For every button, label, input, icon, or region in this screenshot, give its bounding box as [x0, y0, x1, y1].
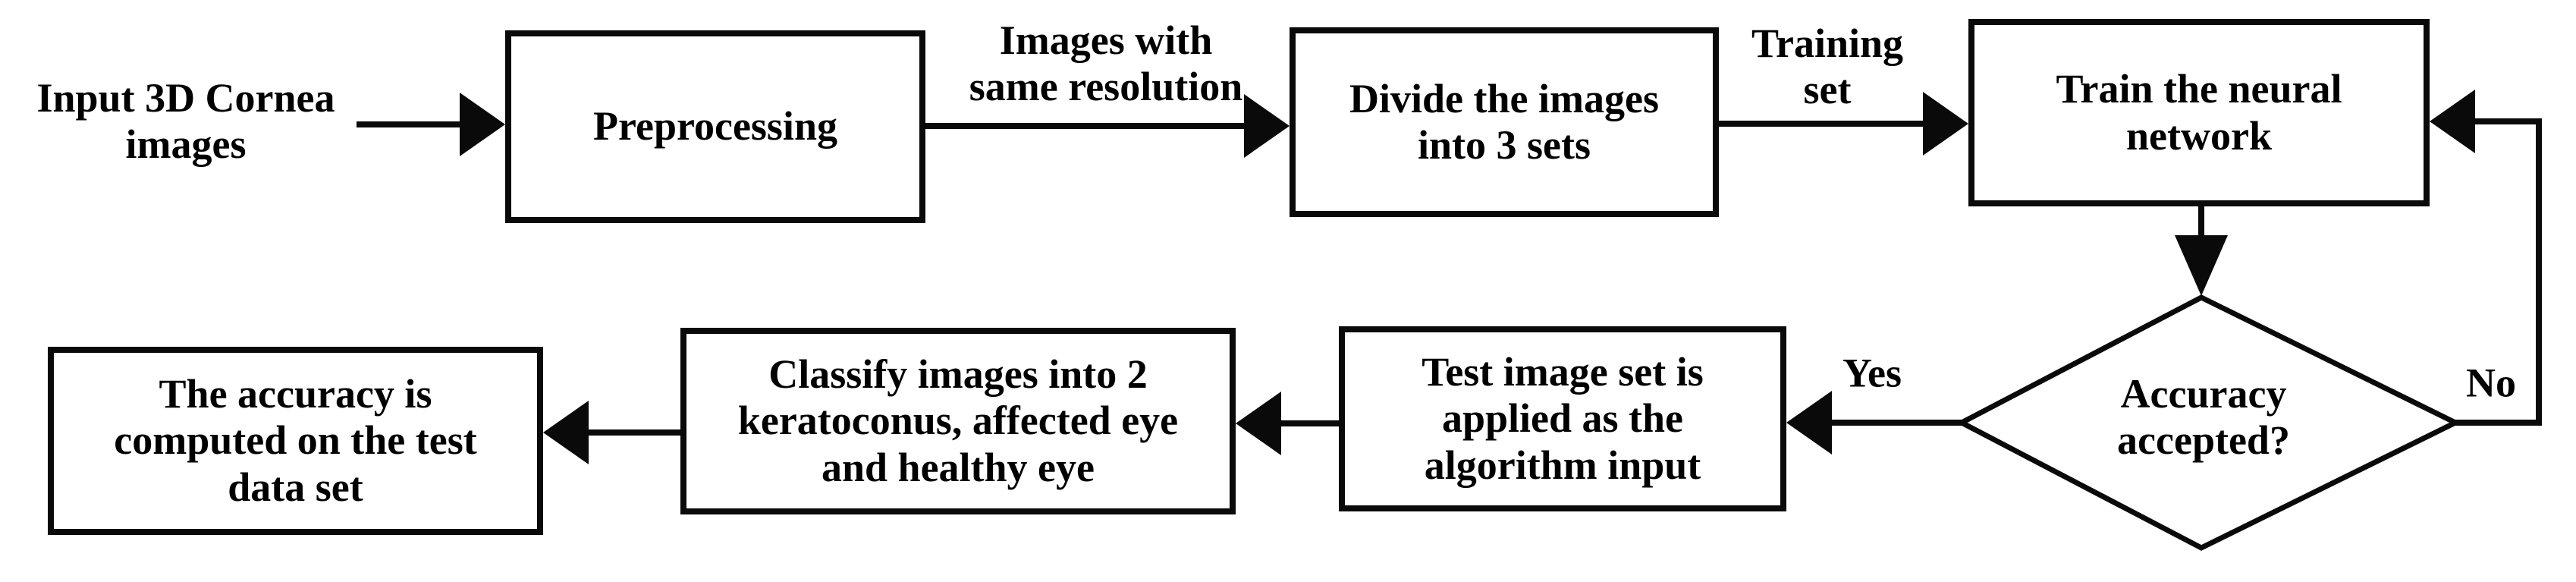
node-classify-images: Classify images into 2 keratoconus, affe…	[680, 328, 1236, 514]
arrowhead-no-into-train	[2430, 90, 2475, 153]
arrow-decision-no-loop	[2455, 118, 2542, 426]
arrowhead-into-train	[1923, 92, 1968, 156]
node-divide-images: Divide the images into 3 sets	[1290, 27, 1719, 217]
arrowhead-into-accuracy	[543, 401, 589, 464]
arrowhead-into-divide	[1244, 94, 1290, 158]
node-preprocessing: Preprocessing	[505, 30, 925, 223]
edge-label-training-set: Training set	[1751, 20, 1904, 112]
edge-label-no: No	[2466, 360, 2516, 406]
node-accuracy-computed-label: The accuracy is computed on the test dat…	[114, 371, 477, 510]
arrowhead-into-preprocessing	[460, 93, 505, 156]
arrowhead-yes-into-test	[1786, 391, 1832, 455]
node-accuracy-computed: The accuracy is computed on the test dat…	[48, 347, 543, 535]
edge-label-same-resolution: Images with same resolution	[969, 17, 1243, 109]
node-train-network-label: Train the neural network	[2056, 66, 2342, 159]
edge-label-yes: Yes	[1842, 350, 1902, 396]
node-preprocessing-label: Preprocessing	[593, 103, 837, 149]
node-classify-images-label: Classify images into 2 keratoconus, affe…	[737, 351, 1179, 490]
node-train-network: Train the neural network	[1968, 19, 2430, 206]
node-divide-images-label: Divide the images into 3 sets	[1349, 75, 1659, 168]
decision-label-accuracy-accepted: Accuracy accepted?	[2117, 370, 2290, 463]
arrowhead-into-classify	[1236, 392, 1281, 455]
start-label-input-images: Input 3D Cornea images	[36, 74, 335, 167]
arrowhead-into-decision	[2175, 235, 2228, 296]
node-test-image-set-label: Test image set is applied as the algorit…	[1422, 349, 1704, 488]
node-test-image-set: Test image set is applied as the algorit…	[1339, 326, 1786, 511]
decision-diamond	[1956, 294, 2461, 551]
